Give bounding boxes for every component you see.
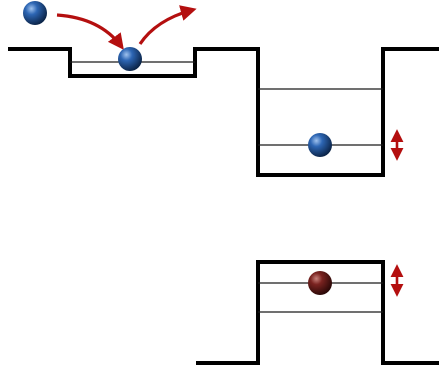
incoming-electron-icon bbox=[23, 1, 47, 25]
upper-potential-profile bbox=[8, 47, 439, 177]
trapped-electron-icon bbox=[118, 47, 142, 71]
escape-arrow-icon bbox=[138, 5, 197, 45]
well-electron-icon bbox=[308, 133, 332, 157]
capture-arrow-icon bbox=[56, 13, 124, 50]
lower-potential-profile bbox=[196, 260, 439, 365]
barrier-electron-icon bbox=[308, 271, 332, 295]
